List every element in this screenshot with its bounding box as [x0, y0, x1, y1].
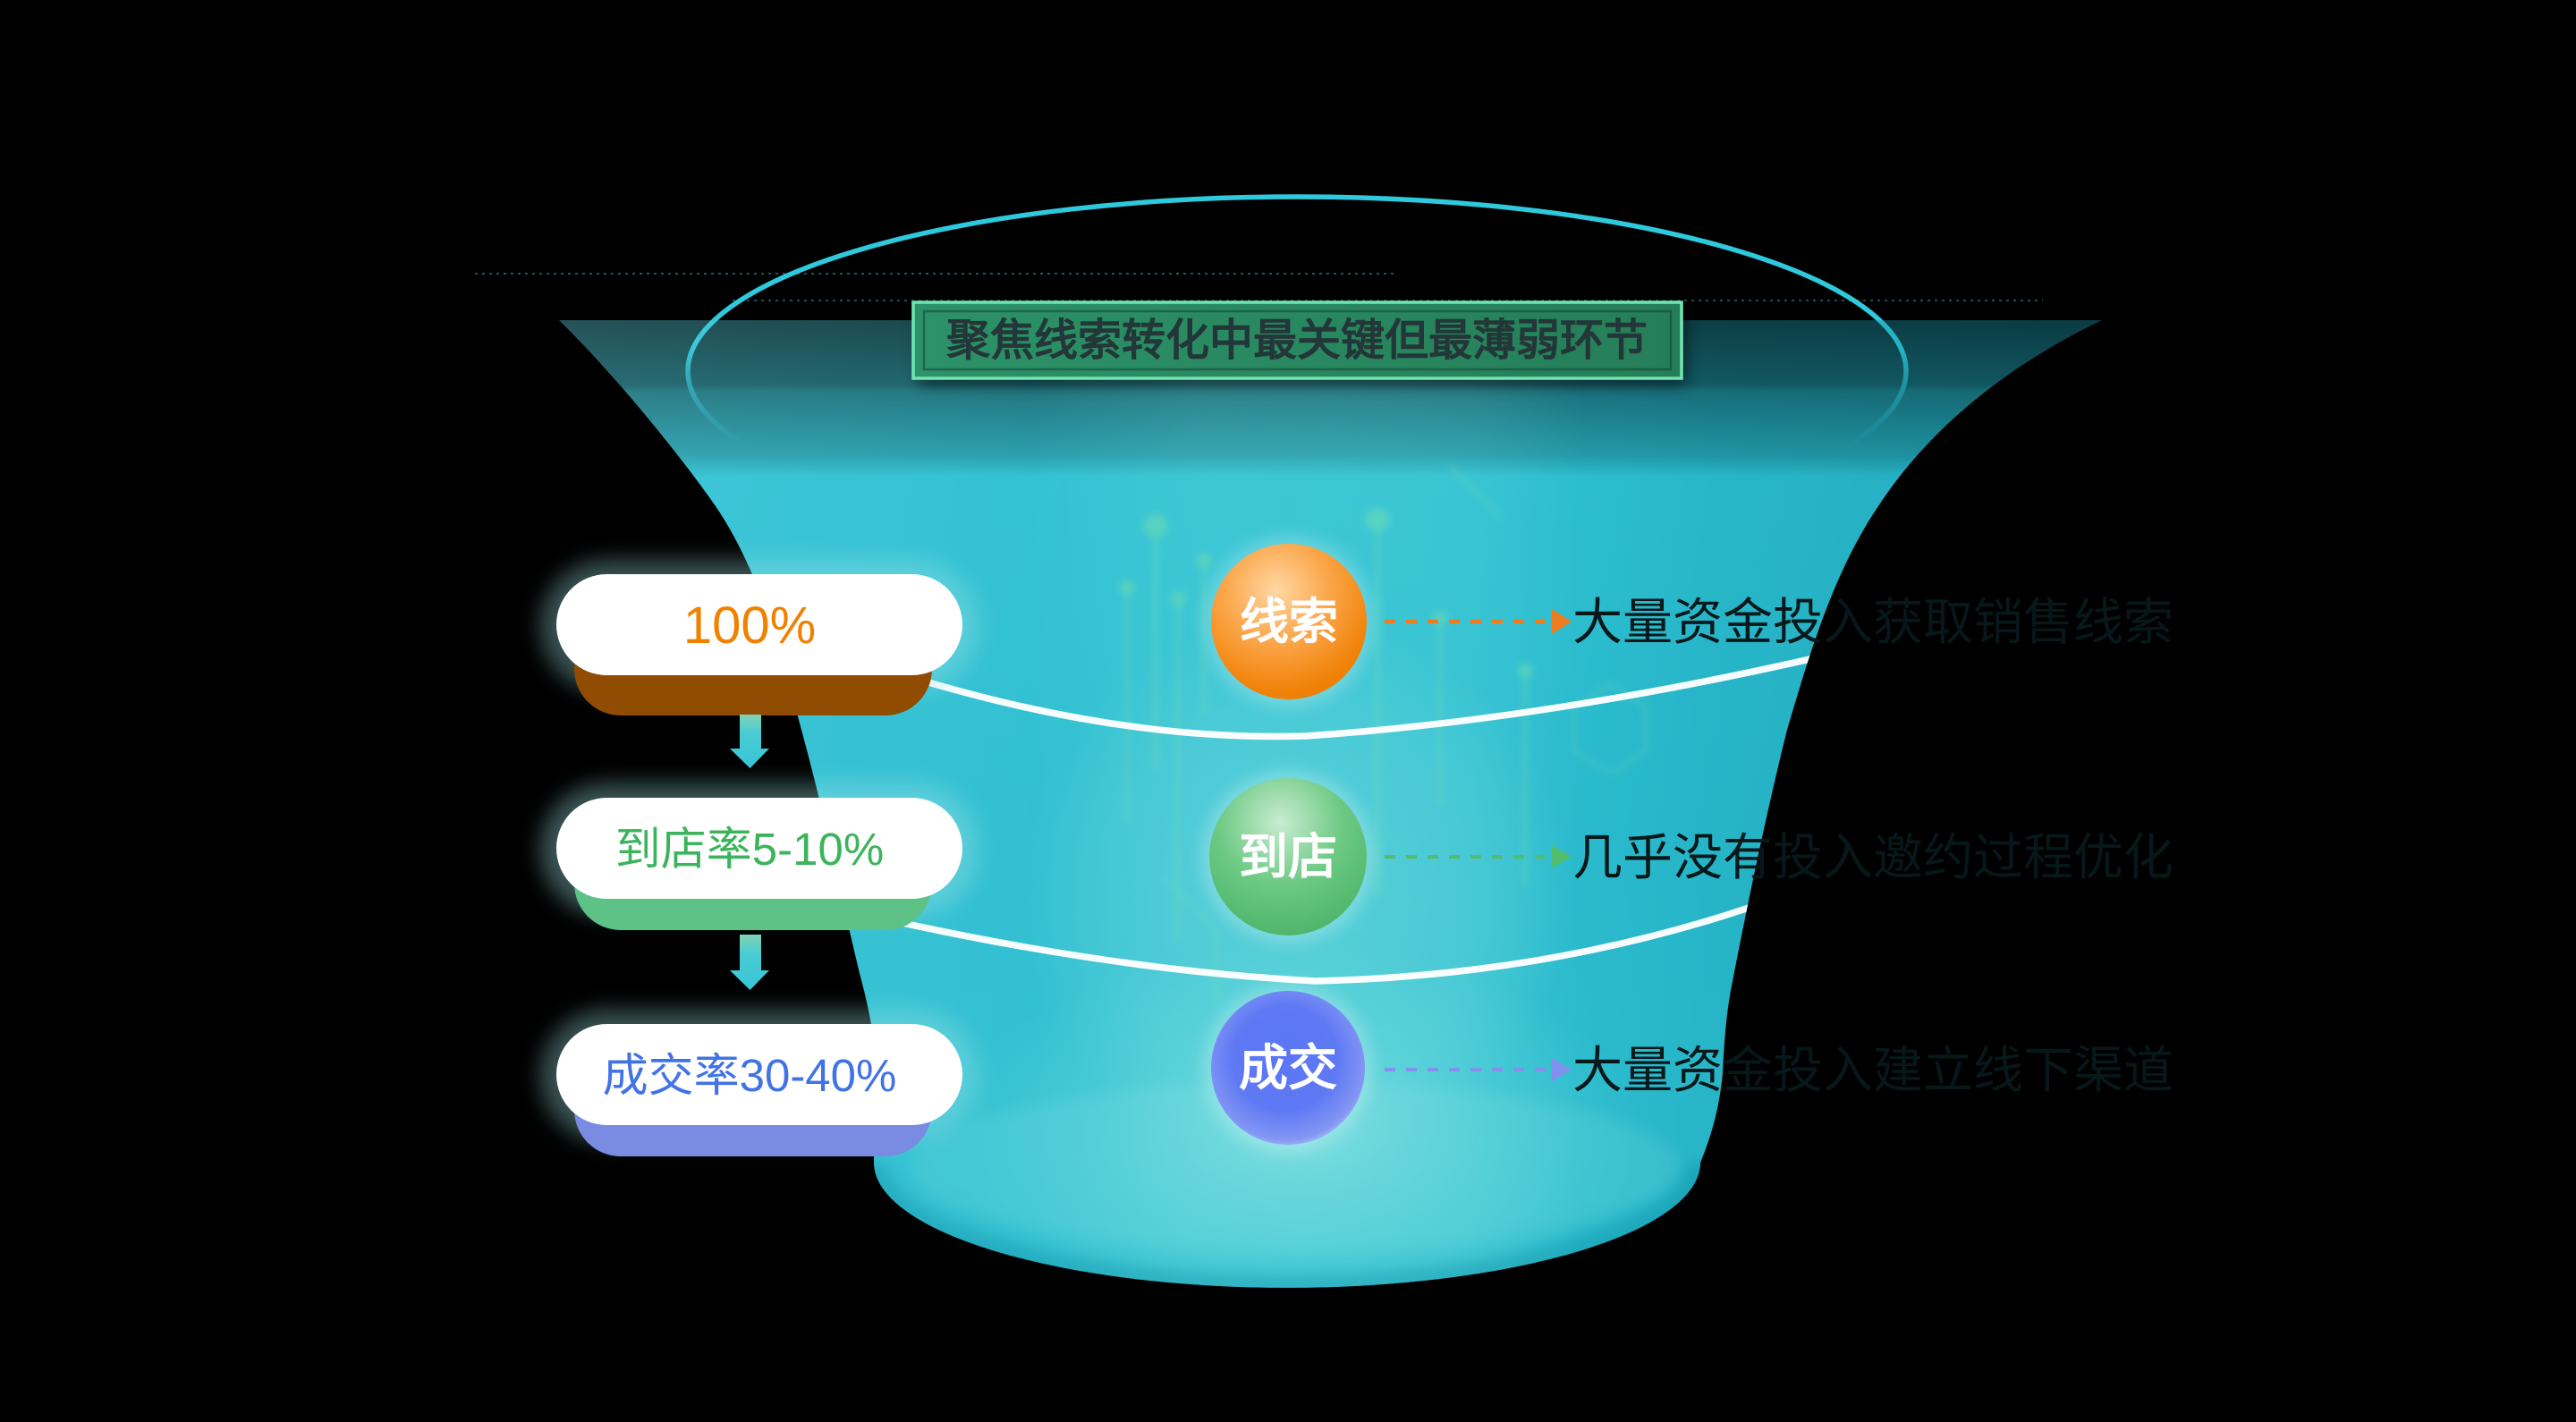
svg-text:到店率5-10%: 到店率5-10% [615, 824, 884, 875]
svg-text:几乎没有投入邀约过程优化: 几乎没有投入邀约过程优化 [1572, 829, 2174, 885]
svg-text:到店: 到店 [1239, 829, 1337, 885]
svg-text:100%: 100% [683, 597, 816, 655]
svg-text:大量资金投入获取销售线索: 大量资金投入获取销售线索 [1572, 594, 2174, 650]
svg-text:成交: 成交 [1239, 1040, 1337, 1096]
svg-text:线索: 线索 [1240, 594, 1338, 649]
svg-text:大量资金投入建立线下渠道: 大量资金投入建立线下渠道 [1572, 1042, 2174, 1098]
svg-text:聚焦线索转化中最关键但最薄弱环节: 聚焦线索转化中最关键但最薄弱环节 [945, 317, 1648, 365]
svg-text:成交率30-40%: 成交率30-40% [603, 1050, 897, 1101]
